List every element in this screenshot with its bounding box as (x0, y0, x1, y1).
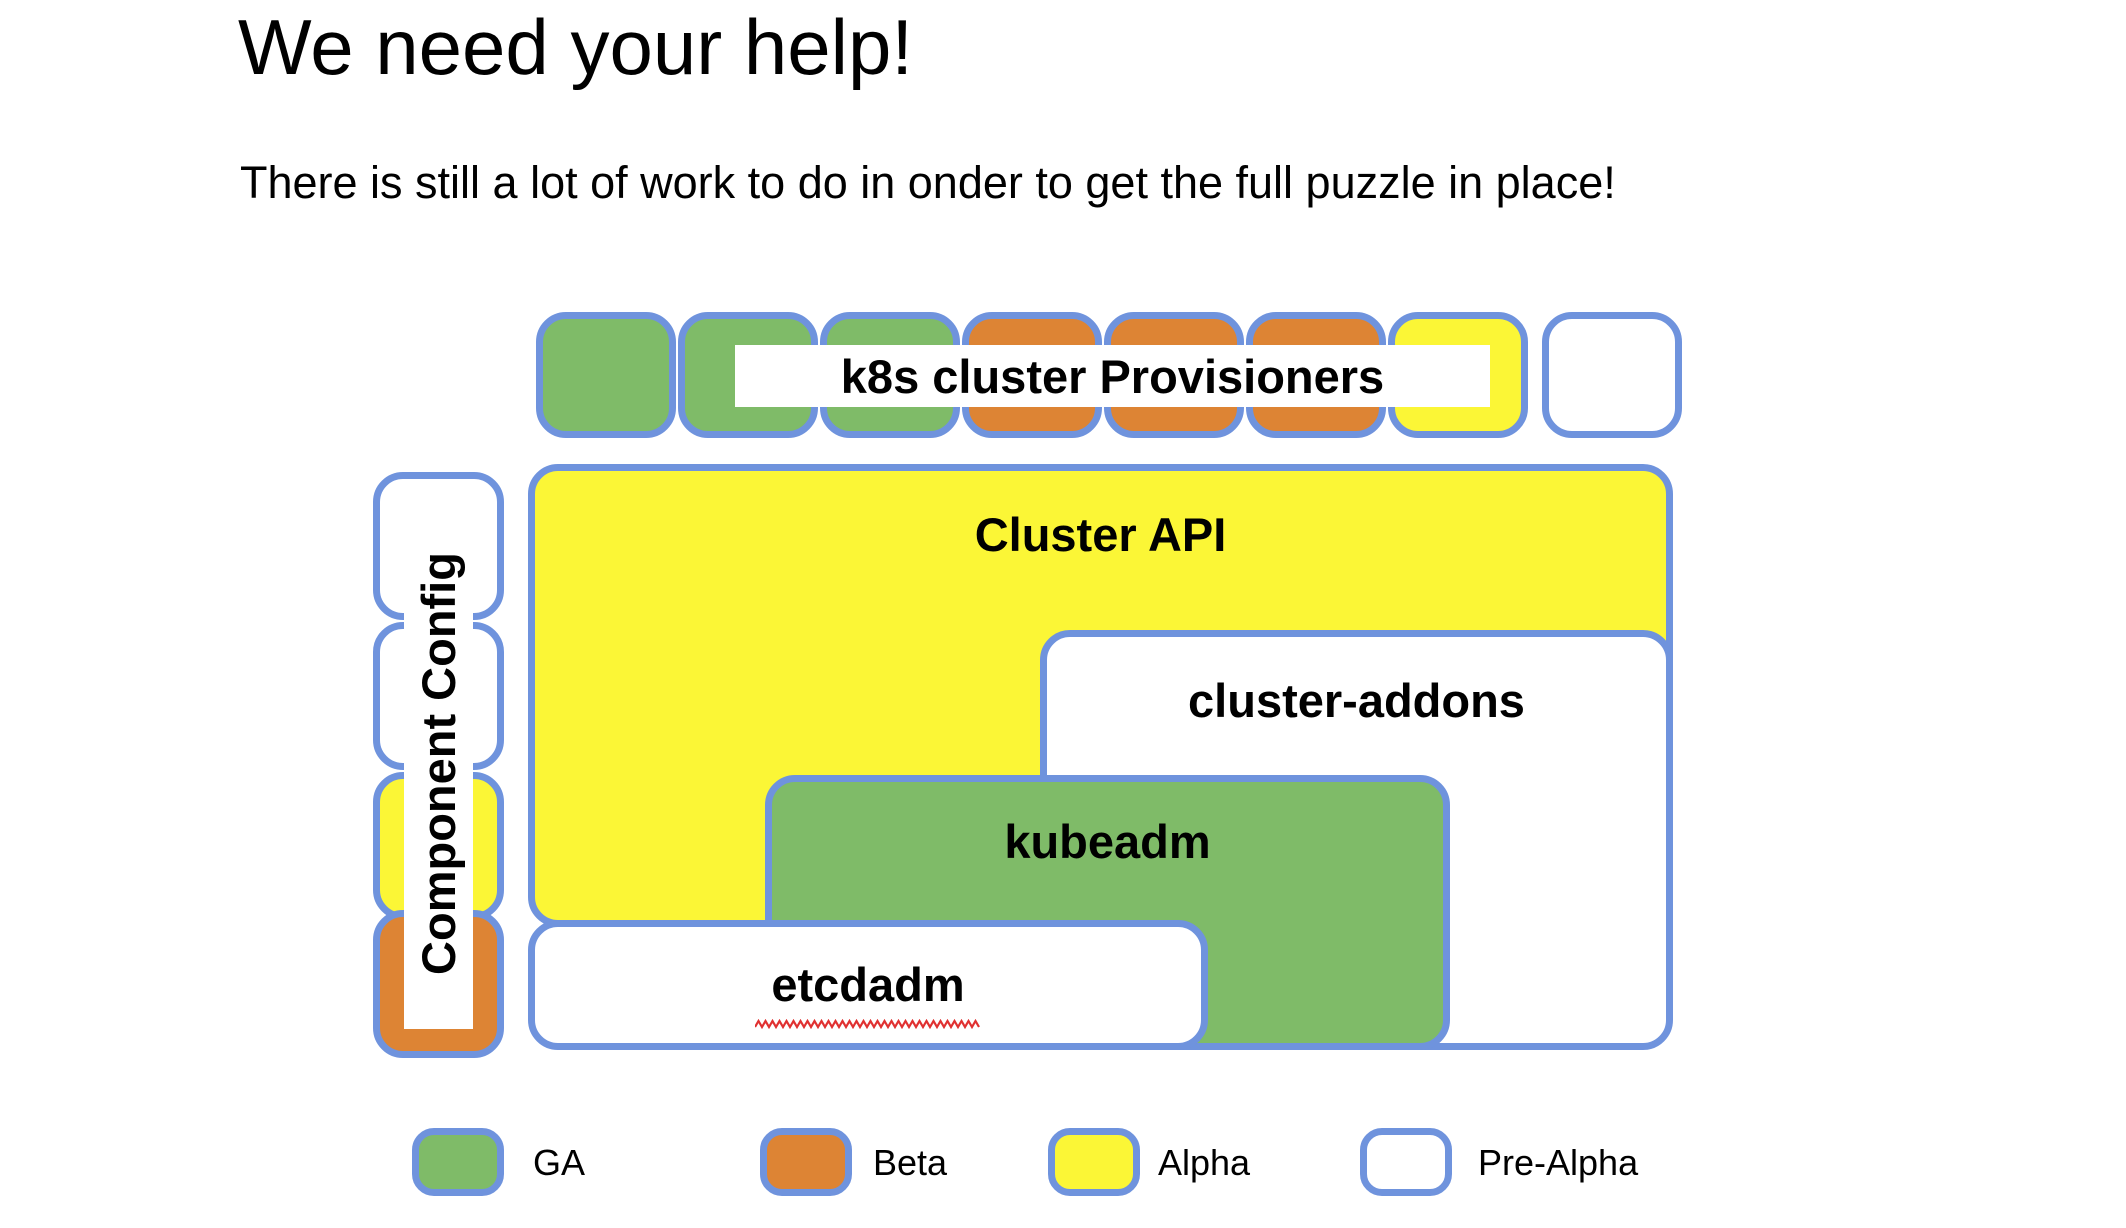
provisioner-row-label: k8s cluster Provisioners (735, 345, 1490, 407)
component-config-label: Component Config (404, 497, 473, 1029)
component-config-label-text: Component Config (412, 551, 466, 975)
etcdadm-box[interactable]: etcdadm (528, 920, 1208, 1050)
legend-label-alpha: Alpha (1158, 1142, 1251, 1183)
page-subtitle: There is still a lot of work to do in on… (240, 157, 1616, 208)
legend-label-ga: GA (533, 1142, 586, 1183)
cluster-addons-label: cluster-addons (1188, 674, 1525, 727)
legend-swatch-ga (412, 1128, 504, 1196)
legend-swatch-alpha (1048, 1128, 1140, 1196)
kubeadm-label: kubeadm (1004, 815, 1211, 868)
cluster-api-label: Cluster API (974, 508, 1227, 561)
provisioner-box-1[interactable] (536, 312, 676, 438)
legend-label-pre-alpha: Pre-Alpha (1478, 1142, 1639, 1183)
spellcheck-squiggle-icon (755, 1019, 980, 1029)
legend-swatch-beta (760, 1128, 852, 1196)
legend-label-beta: Beta (873, 1142, 948, 1183)
legend-swatch-pre-alpha (1360, 1128, 1452, 1196)
etcdadm-label: etcdadm (771, 958, 965, 1011)
page-title: We need your help! (238, 3, 913, 91)
provisioner-box-8[interactable] (1542, 312, 1682, 438)
